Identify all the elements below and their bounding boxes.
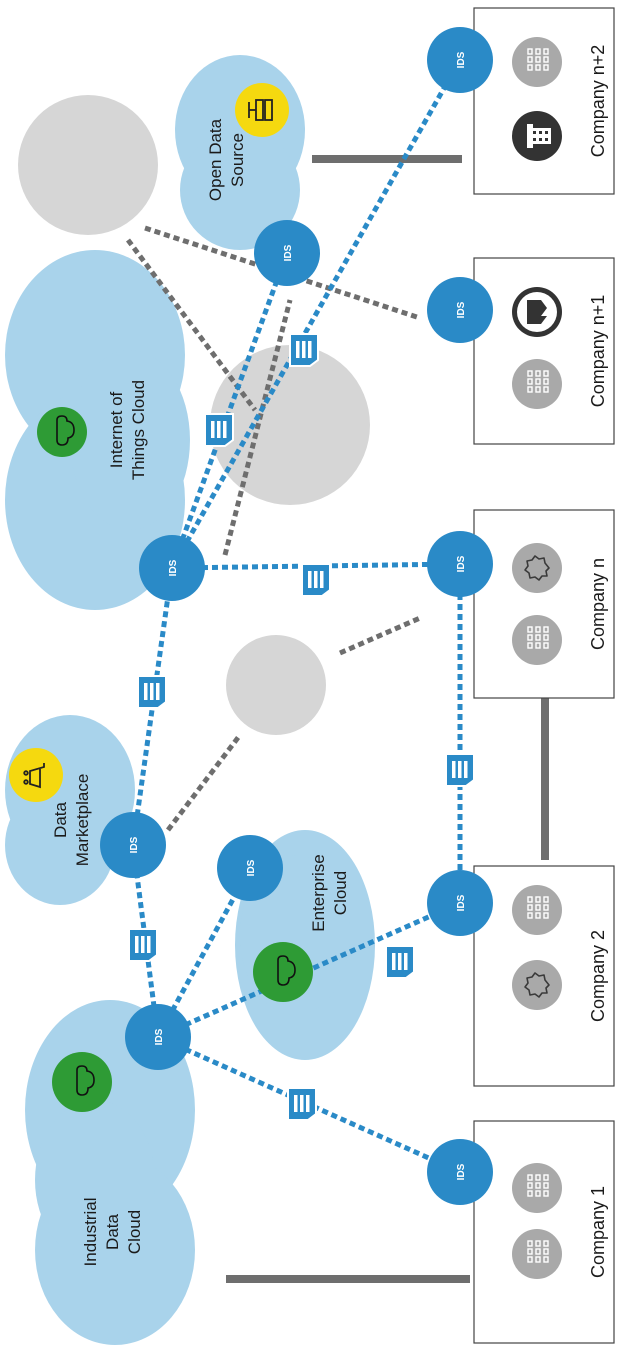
cloud-icon xyxy=(52,1052,112,1112)
grey-link xyxy=(166,733,242,832)
ids-node[interactable]: IDS xyxy=(217,835,283,901)
ids-node[interactable]: IDS xyxy=(427,531,493,597)
skyscraper-icon xyxy=(512,111,562,161)
document-icon xyxy=(301,563,331,597)
svg-text:IDS: IDS xyxy=(456,1163,467,1180)
company-box-cn1: Company n+1 xyxy=(473,257,615,445)
svg-text:Open Data: Open Data xyxy=(206,118,225,201)
company-box-c2: Company 2 xyxy=(473,865,615,1087)
cloud-icon xyxy=(253,942,313,1002)
svg-text:Data: Data xyxy=(103,1214,122,1250)
factory-icon xyxy=(512,1229,562,1279)
company-box-cn2: Company n+2 xyxy=(473,7,615,195)
svg-text:Data: Data xyxy=(51,802,70,838)
grey-link xyxy=(222,299,293,556)
internet-of-things-cloud xyxy=(5,250,190,610)
company-label: Company 2 xyxy=(588,930,608,1022)
svg-text:IDS: IDS xyxy=(154,1028,165,1045)
document-icon xyxy=(204,413,234,447)
cloud-label-iot: Internet of Things Cloud xyxy=(107,380,148,480)
ids-node[interactable]: IDS xyxy=(427,27,493,93)
svg-text:IDS: IDS xyxy=(283,244,294,261)
company-label: Company 1 xyxy=(588,1186,608,1278)
company-label: Company n+1 xyxy=(588,295,608,408)
ids-node[interactable]: IDS xyxy=(139,535,205,601)
grey-disc xyxy=(226,635,326,735)
data-marketplace-cloud xyxy=(5,715,135,905)
svg-text:Enterprise: Enterprise xyxy=(309,854,328,931)
svg-text:IDS: IDS xyxy=(168,559,179,576)
ids-connection xyxy=(169,58,463,570)
cloud-label-industrial: Industrial Data Cloud xyxy=(81,1198,144,1267)
svg-text:Industrial: Industrial xyxy=(81,1198,100,1267)
solid-connector-bar xyxy=(226,1275,470,1283)
shopping-cart-icon xyxy=(9,748,63,802)
svg-text:Source: Source xyxy=(228,133,247,187)
ids-connection xyxy=(130,567,175,846)
gear-icon xyxy=(512,960,562,1010)
ids-node[interactable]: IDS xyxy=(125,1004,191,1070)
solid-connector-bar xyxy=(312,155,462,163)
ids-node[interactable]: IDS xyxy=(427,1139,493,1205)
ids-node[interactable]: IDS xyxy=(427,870,493,936)
svg-text:IDS: IDS xyxy=(129,836,140,853)
grey-link xyxy=(338,615,422,656)
database-icon xyxy=(235,83,289,137)
solid-connector-bar xyxy=(541,680,549,860)
document-icon xyxy=(128,928,158,962)
factory-icon xyxy=(512,885,562,935)
ids-connection xyxy=(169,252,290,569)
svg-text:Marketplace: Marketplace xyxy=(73,774,92,867)
svg-text:IDS: IDS xyxy=(456,894,467,911)
svg-text:IDS: IDS xyxy=(456,51,467,68)
svg-text:Things Cloud: Things Cloud xyxy=(129,380,148,480)
company-label: Company n xyxy=(588,558,608,650)
svg-text:Cloud: Cloud xyxy=(331,871,350,915)
building-icon xyxy=(512,287,562,337)
company-label: Company n+2 xyxy=(588,45,608,158)
svg-text:Internet of: Internet of xyxy=(107,391,126,468)
document-icon xyxy=(385,945,415,979)
svg-text:IDS: IDS xyxy=(246,859,257,876)
svg-text:Cloud: Cloud xyxy=(125,1210,144,1254)
factory-icon xyxy=(512,615,562,665)
gear-icon xyxy=(512,543,562,593)
document-icon xyxy=(289,333,319,367)
company-box-c1: Company 1 xyxy=(473,1120,615,1344)
cloud-label-open-data: Open Data Source xyxy=(206,118,247,201)
factory-icon xyxy=(512,359,562,409)
ids-node[interactable]: IDS xyxy=(254,220,320,286)
ids-node[interactable]: IDS xyxy=(427,277,493,343)
document-icon xyxy=(445,753,475,787)
document-icon xyxy=(137,675,167,709)
ids-node[interactable]: IDS xyxy=(100,812,166,878)
document-icon xyxy=(287,1087,317,1121)
cloud-label-marketplace: Data Marketplace xyxy=(51,774,92,867)
grey-disc xyxy=(18,95,158,235)
grey-link xyxy=(125,238,258,412)
svg-text:IDS: IDS xyxy=(456,301,467,318)
factory-icon xyxy=(512,37,562,87)
cloud-label-enterprise: Enterprise Cloud xyxy=(309,854,350,931)
company-box-cn: Company n xyxy=(473,509,615,699)
factory-icon xyxy=(512,1163,562,1213)
cloud-icon xyxy=(37,407,87,457)
svg-text:IDS: IDS xyxy=(456,555,467,572)
